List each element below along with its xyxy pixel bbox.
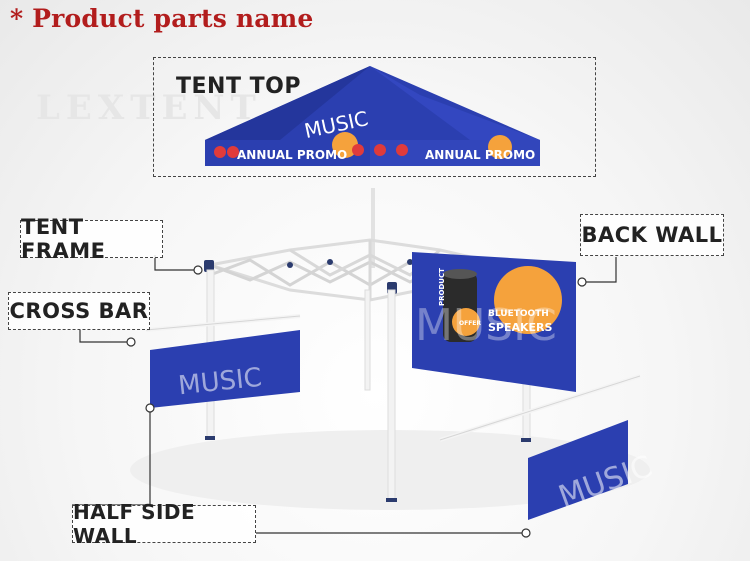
backwall-music-print: MUSIC (415, 300, 557, 351)
backwall-side-print: PRODUCT (438, 268, 446, 306)
tent-top-callout: TENT TOP (153, 57, 596, 177)
cross-bar-label: CROSS BAR (8, 292, 150, 330)
tent-top-label: TENT TOP (176, 74, 301, 99)
back-wall: OFFER BLUETOOTH SPEAKERS MUSIC PRODUCT (412, 252, 576, 392)
left-half-side-wall: MUSIC (146, 316, 300, 408)
back-wall-label: BACK WALL (580, 214, 724, 256)
tent-frame-label: TENT FRAME (20, 220, 163, 258)
half-side-wall-label: HALF SIDE WALL (72, 505, 256, 543)
